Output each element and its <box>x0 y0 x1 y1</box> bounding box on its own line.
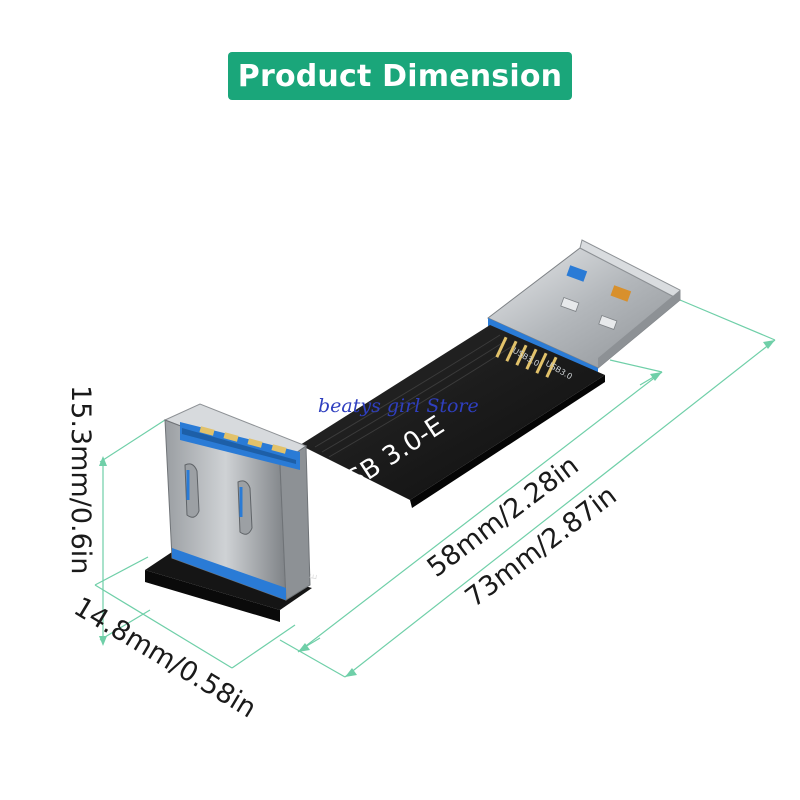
dimension-arrowheads <box>99 340 775 677</box>
store-watermark: beatys girl Store <box>318 395 479 417</box>
product-dimension-title: Product Dimension <box>228 52 572 100</box>
usb-a-female-socket: E <box>145 403 320 622</box>
width-dimension: 14.8mm/0.58in <box>68 591 261 724</box>
dimension-lines <box>94 299 776 678</box>
port-mark: E <box>309 573 320 581</box>
pcb-board: USB3.0 USB3.0 USB 3.0-E <box>300 325 605 508</box>
height-dimension: 15.3mm/0.6in <box>65 385 96 574</box>
